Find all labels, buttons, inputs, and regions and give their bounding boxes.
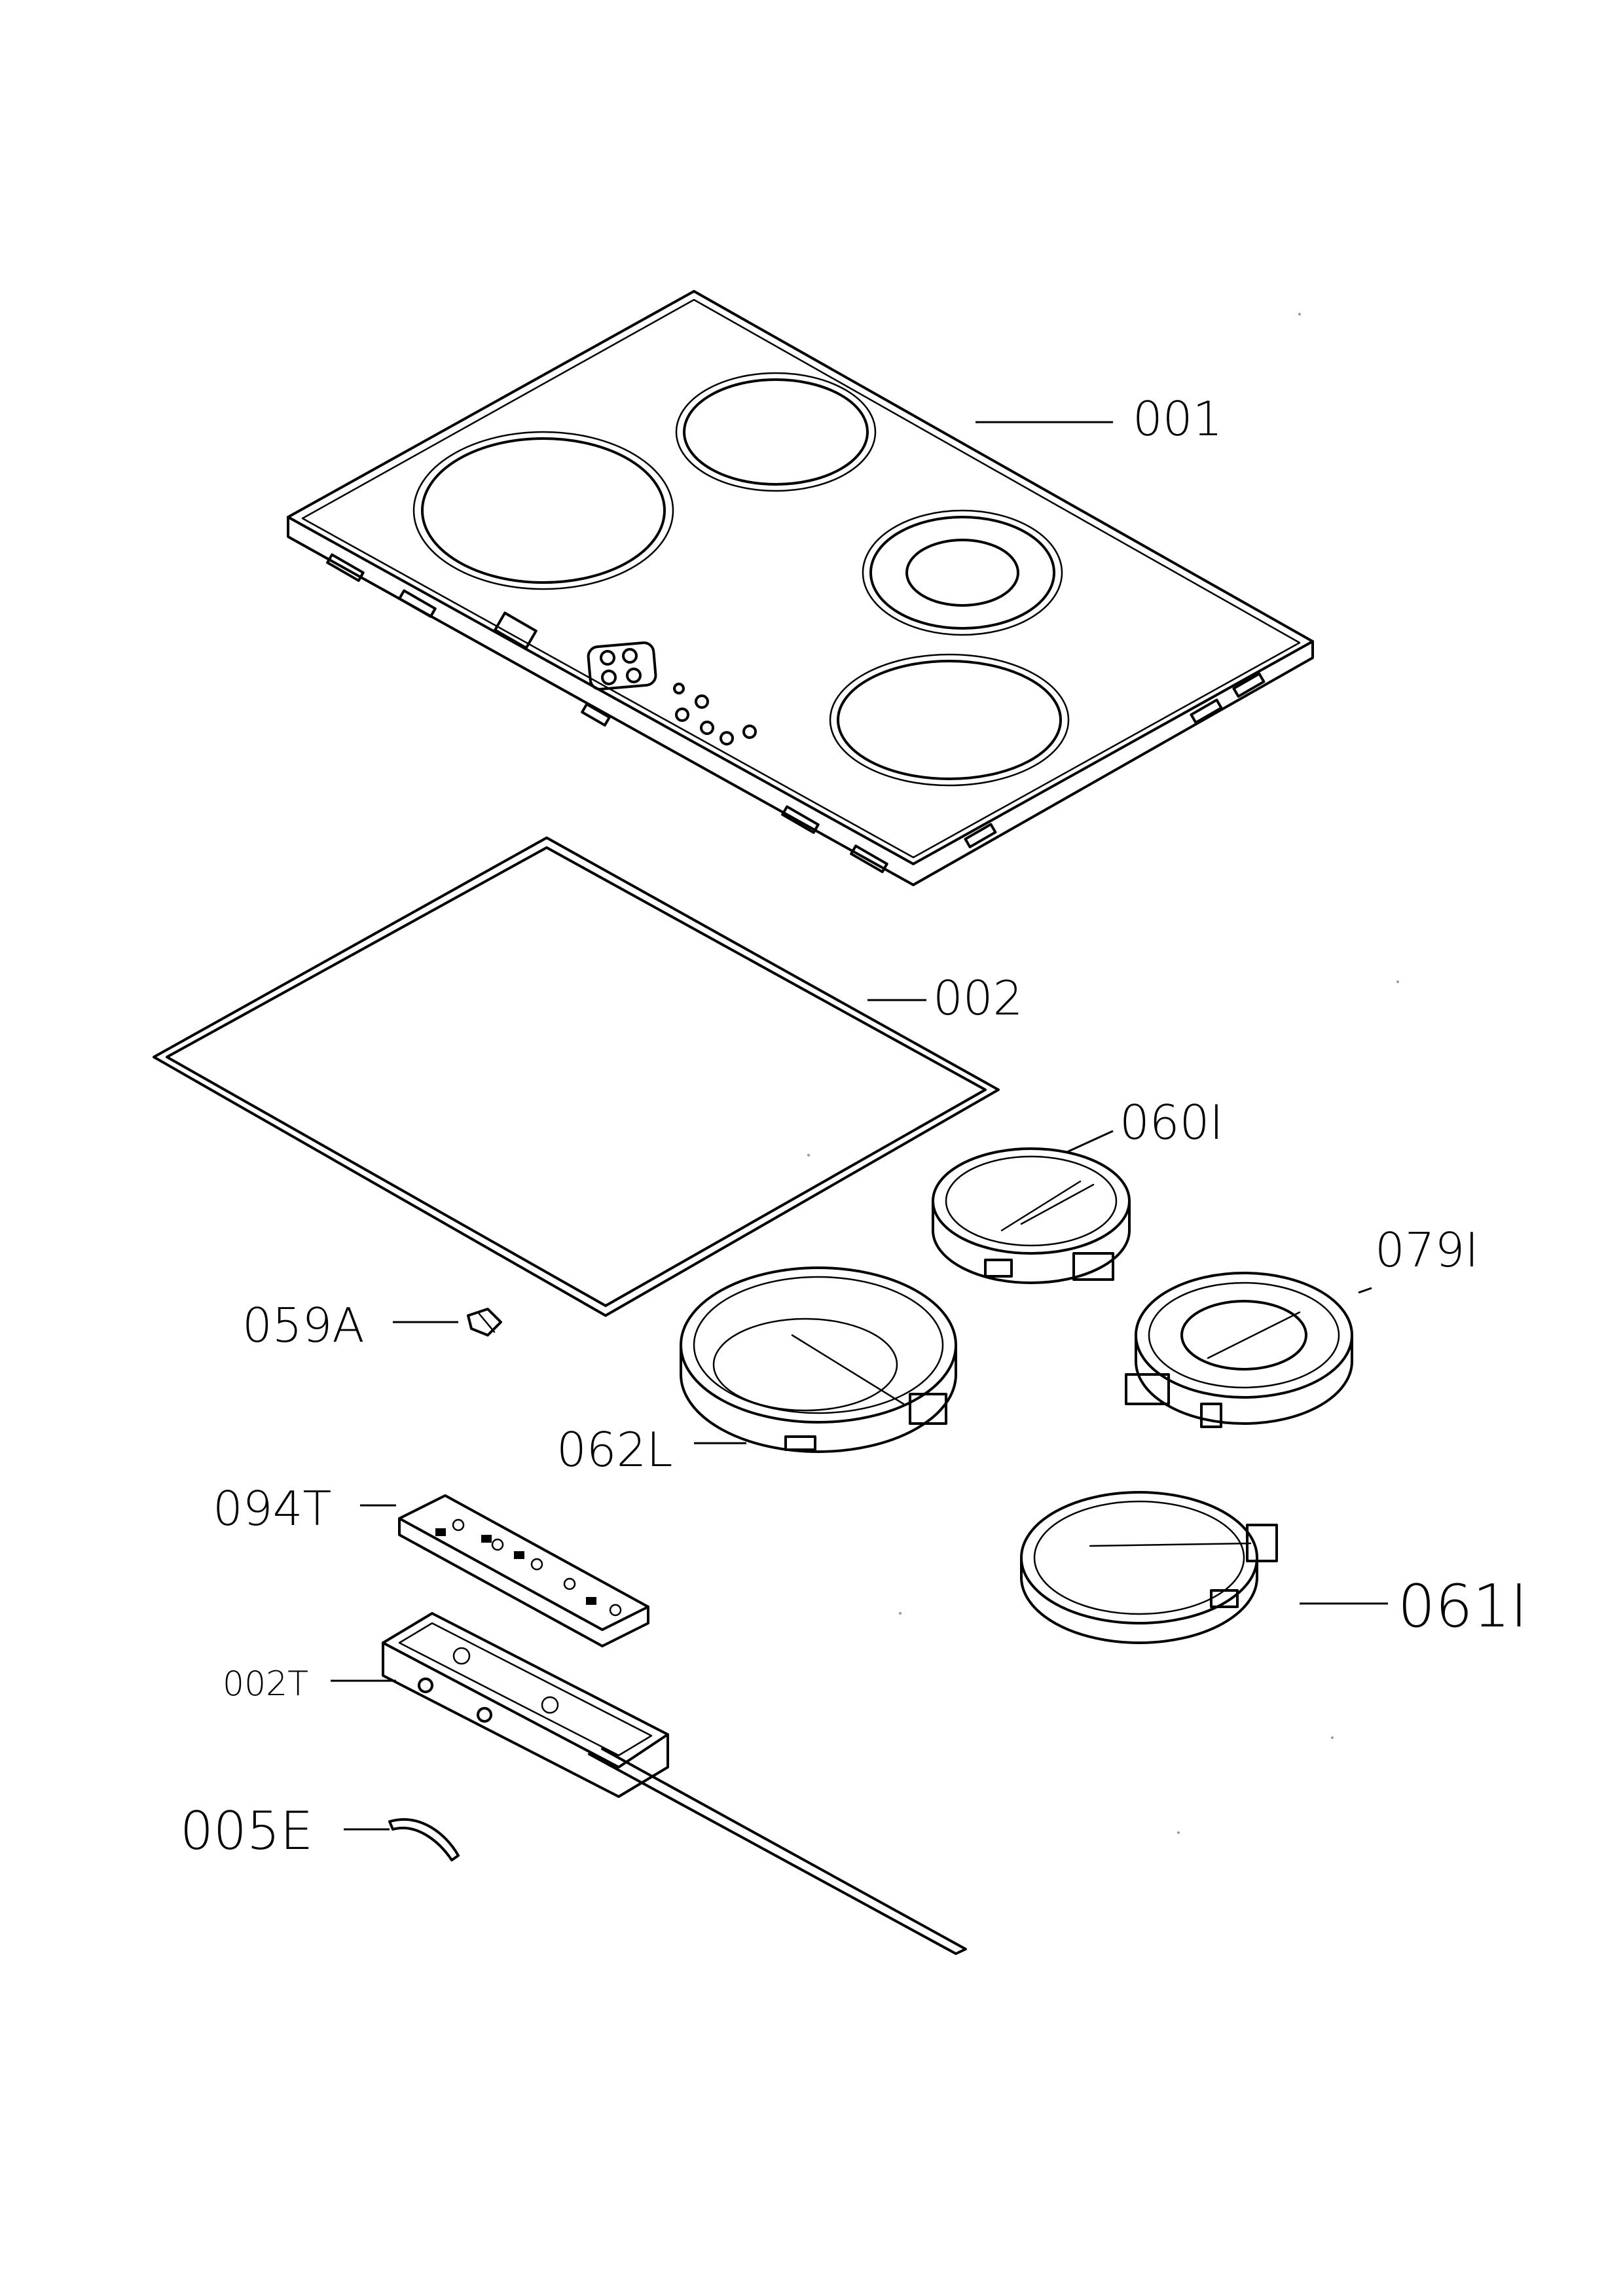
label-062L: 062L	[556, 1422, 673, 1477]
part-002-gasket	[153, 836, 1000, 1317]
part-062L-large-element	[680, 1266, 957, 1453]
leader-079I	[1358, 1287, 1372, 1294]
part-079I-dual-element	[1125, 1272, 1353, 1428]
label-002: 002	[933, 971, 1023, 1026]
label-060I: 060I	[1120, 1095, 1224, 1150]
part-005E-strap	[388, 1818, 460, 1861]
part-061I-round-element	[1020, 1491, 1278, 1644]
part-059A-clip	[467, 1308, 502, 1336]
label-005E: 005E	[180, 1801, 313, 1861]
part-060I-heating-element	[932, 1147, 1131, 1284]
part-001-cooktop-glass	[287, 290, 1314, 886]
label-079I: 079I	[1375, 1223, 1479, 1278]
label-094T: 094T	[213, 1481, 331, 1536]
label-059A: 059A	[242, 1298, 365, 1353]
part-094T-control-board	[398, 1494, 649, 1647]
label-002T: 002T	[223, 1664, 308, 1704]
scan-specks	[807, 313, 1399, 1834]
label-061I: 061I	[1398, 1572, 1527, 1641]
leader-060I	[1067, 1130, 1114, 1153]
label-001: 001	[1133, 391, 1222, 446]
part-002T-housing	[382, 1612, 967, 1955]
